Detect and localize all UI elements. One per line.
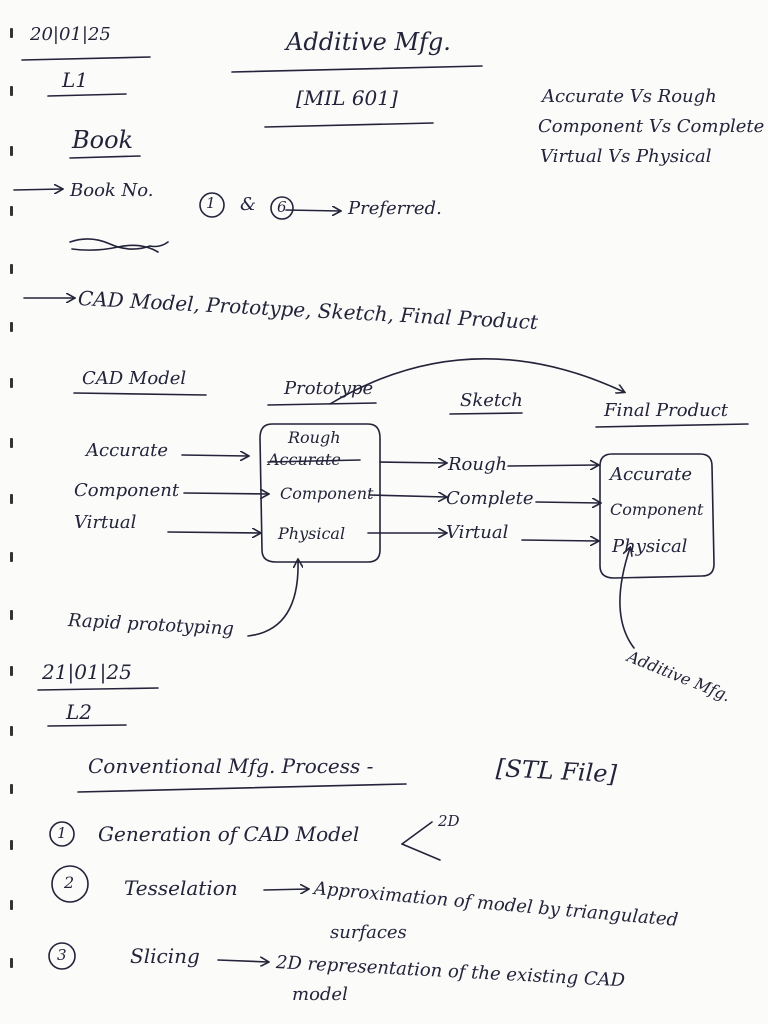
sketch-item-rough: Rough	[448, 454, 508, 475]
lecture-1-label: L1	[62, 68, 89, 92]
compare-line-2: Component Vs Complete	[538, 116, 765, 137]
margin-mark	[10, 28, 13, 38]
margin-mark	[10, 86, 13, 96]
step-2-number: 2	[64, 873, 75, 892]
margin-mark	[10, 726, 13, 736]
margin-mark	[10, 666, 13, 676]
step-2-desc-2: surfaces	[330, 922, 407, 943]
book-number-label: Book No.	[70, 180, 154, 201]
proto-item-accurate-struck: Accurate	[268, 450, 341, 469]
proto-item-physical: Physical	[278, 524, 346, 543]
left-item-virtual: Virtual	[74, 512, 137, 533]
diagram-prototype: Prototype	[284, 378, 374, 399]
lecture-2-label: L2	[66, 700, 93, 724]
book-amp: &	[240, 194, 257, 215]
sketch-item-virtual: Virtual	[446, 522, 509, 543]
step-3-desc-2: model	[292, 984, 348, 1005]
margin-mark	[10, 206, 13, 216]
diagram-cad-model: CAD Model	[82, 368, 187, 389]
margin-mark	[10, 840, 13, 850]
margin-mark	[10, 264, 13, 274]
margin-mark	[10, 900, 13, 910]
final-item-component: Component	[610, 500, 704, 519]
step-2-text: Tesselation	[124, 876, 238, 900]
left-item-component: Component	[74, 480, 180, 501]
margin-mark	[10, 494, 13, 504]
margin-mark	[10, 552, 13, 562]
diagram-final-product: Final Product	[604, 400, 729, 421]
compare-line-3: Virtual Vs Physical	[540, 146, 712, 167]
final-item-accurate: Accurate	[610, 464, 692, 485]
book-heading: Book	[72, 126, 134, 154]
book-preferred: Preferred.	[348, 198, 442, 219]
margin-mark	[10, 378, 13, 388]
margin-mark	[10, 438, 13, 448]
step-1-number: 1	[57, 824, 67, 842]
proto-item-component: Component	[280, 484, 374, 503]
step-3-text: Slicing	[130, 944, 200, 968]
page-title: Additive Mfg.	[286, 28, 451, 56]
course-code: [MIL 601]	[296, 86, 398, 110]
step-3-number: 3	[57, 946, 67, 964]
final-item-physical: Physical	[612, 536, 688, 557]
margin-mark	[10, 146, 13, 156]
margin-mark	[10, 958, 13, 968]
margin-mark	[10, 610, 13, 620]
compare-line-1: Accurate Vs Rough	[542, 86, 717, 107]
date-lecture-1: 20|01|25	[30, 24, 111, 45]
margin-mark	[10, 784, 13, 794]
diagram-sketch: Sketch	[460, 390, 523, 411]
left-item-accurate: Accurate	[86, 440, 168, 461]
sketch-item-complete: Complete	[446, 488, 534, 509]
lecture-2-heading: Conventional Mfg. Process -	[88, 754, 374, 778]
step-1-text: Generation of CAD Model	[98, 822, 360, 846]
proto-item-rough: Rough	[288, 428, 341, 447]
book-number-2: 6	[277, 198, 287, 216]
book-number-1: 1	[206, 194, 216, 212]
step-1-side: 2D	[438, 812, 460, 830]
date-lecture-2: 21|01|25	[42, 660, 132, 684]
margin-mark	[10, 322, 13, 332]
